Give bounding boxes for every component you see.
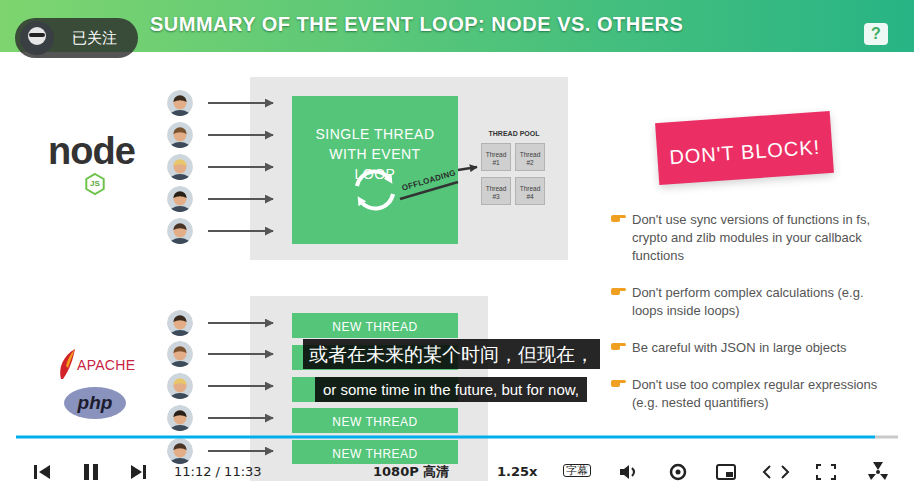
new-thread-box-label: NEW THREAD [332,415,417,429]
pointer-icon [611,380,626,387]
tip-text: Don't use sync versions of functions in … [632,211,884,265]
subtitle-zh: 或者在未来的某个时间，但现在， [303,339,600,369]
apache-feather [60,349,75,379]
uploader-avatar [20,21,54,55]
pip-button [717,465,735,479]
thread-pool-label: THREAD POOL [489,129,540,138]
pause-button [93,464,98,480]
new-thread-box: NEW THREAD [292,440,458,464]
pointer-icon [611,343,626,350]
thread-box: Thread #1 [481,143,511,171]
request-arrow [208,166,273,168]
tip-text: Be careful with JSON in large objects [632,339,884,357]
edge-label: OFFLOADING [401,168,457,193]
slide-title: SUMMARY OF THE EVENT LOOP: NODE VS. OTHE… [150,12,683,36]
title-band [0,0,914,52]
extra-button [873,462,883,470]
next-button [143,465,146,479]
progress-remaining [875,436,898,439]
thread-box-label: Thread #3 [484,185,508,200]
progress-played [16,436,875,439]
extra-button [876,470,880,474]
pointer-icon [611,215,626,222]
fullscreen-button [817,465,835,479]
follow-pill [15,18,138,58]
follow-status: 已关注 [72,29,117,47]
request-arrow [208,198,273,200]
thread-box: Thread #3 [481,177,511,205]
thread-pool: THREAD POOL Thread #1 Thread #2 Thread #3 Th… [478,124,550,210]
user-avatar [167,186,193,222]
event-loop-box: SINGLE THREAD WITH EVENT LOOP [292,96,458,244]
user-avatar [167,90,193,126]
extra-button [880,474,888,480]
apache-logo-text: APACHE [77,357,135,373]
request-arrow [208,385,273,387]
apache-feather [66,349,75,368]
new-thread-box: NEW THREAD [292,408,458,433]
request-arrow [208,230,273,232]
php-logo-text: php [64,392,126,414]
thread-box-label: Thread #1 [484,151,508,166]
node-logo-badge: JS [85,179,105,189]
user-avatar [167,341,193,377]
tip-text: Don't perform complex calculations (e.g.… [632,284,884,320]
extra-button [868,474,876,480]
widescreen-button [782,466,788,478]
pip-button [726,472,733,477]
event-loop-icon [357,171,390,186]
quality-button: 1080P 高清 [373,465,449,478]
thread-box-label: Thread #2 [518,151,542,166]
widescreen-button [764,466,770,478]
prev-button [39,465,50,479]
settings-button [676,470,681,475]
php-logo-ellipse [64,387,126,419]
warning-banner: DON'T BLOCK! [655,111,834,185]
user-avatar [167,218,193,254]
new-thread-box-label: NEW THREAD [332,320,417,334]
user-avatar [167,122,193,158]
new-thread-box: NEW THREAD [292,313,458,338]
request-arrow [208,102,273,104]
uploader-avatar-glasses [29,33,45,37]
user-avatar [167,154,193,190]
thread-box-label: Thread #4 [518,185,542,200]
request-arrow [208,417,273,419]
volume-button [632,468,634,476]
volume-button [620,465,629,479]
request-arrow [208,322,273,324]
speed-button: 1.25x [497,465,537,478]
prev-button [34,465,37,479]
request-arrow [208,134,273,136]
tip-text: Don't use too complex regular expression… [632,376,884,412]
thread-box: Thread #2 [515,143,545,171]
offloading-arrow [458,167,477,170]
event-loop-box-label: SINGLE THREAD WITH EVENT LOOP [308,124,442,184]
subtitle-button: 字幕 [563,464,591,477]
playback-time: 11:12 / 11:33 [174,465,262,478]
uploader-avatar-face [28,27,46,45]
new-thread-box-label: NEW THREAD [332,447,417,461]
pointer-icon [611,288,626,295]
settings-button [671,465,685,479]
request-arrow [208,353,273,355]
node-logo-text: node [48,132,135,170]
node-panel [250,77,568,260]
warning-banner-label: DON'T BLOCK! [668,135,820,169]
request-arrow [208,450,273,452]
pause-button [84,464,89,480]
user-avatar [167,310,193,346]
next-button [131,465,142,479]
user-avatar [167,373,193,409]
event-loop-icon [360,194,393,209]
subtitle-en: or some time in the future, but for now, [315,377,587,402]
thread-box: Thread #4 [515,177,545,205]
help-icon: ? [864,23,888,45]
